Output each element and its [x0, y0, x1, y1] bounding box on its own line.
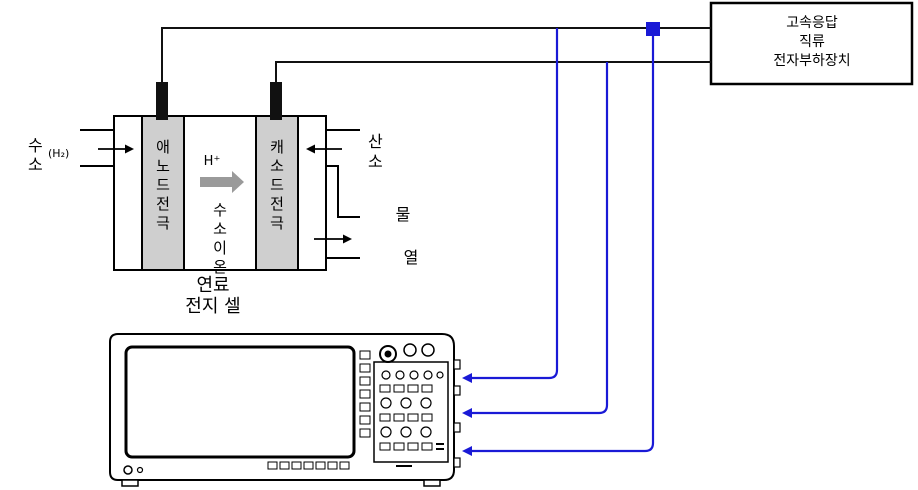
proton-char-3: 이: [213, 239, 227, 257]
anode-electrode: [141, 115, 185, 271]
proton-char-4: 온: [213, 258, 227, 276]
anode-char-1: 애: [156, 138, 170, 156]
hydrogen-formula: (H₂): [48, 147, 69, 160]
fuel-cell: 수 소 (H₂) 산 소 애 노 드 전 극 캐 소 드 전 극 H⁺ 수 소 …: [28, 82, 418, 317]
probe-wire-1: [466, 28, 559, 380]
oscilloscope-icon: [109, 333, 461, 487]
probe-arrowhead-1: [462, 373, 472, 383]
cathode-char-5: 극: [270, 214, 284, 232]
proton-symbol: H⁺: [204, 154, 221, 169]
current-probe-clamp: [646, 22, 660, 36]
anode-char-3: 드: [156, 176, 170, 194]
cathode-char-2: 소: [270, 157, 284, 175]
anode-wire: [161, 27, 711, 82]
oxygen-label-so: 소: [368, 152, 383, 171]
electronic-load-box: 고속응답 직류 전자부하장치: [709, 1, 914, 86]
oscilloscope-screen: [124, 345, 356, 459]
probe-wire-2: [466, 62, 609, 415]
load-box-line1: 고속응답: [786, 15, 838, 31]
proton-flow-arrow: [200, 171, 244, 193]
heat-label: 열: [404, 248, 419, 267]
load-box-line3: 전자부하장치: [773, 53, 850, 69]
proton-char-1: 수: [213, 201, 227, 219]
load-box-line2: 직류: [799, 34, 825, 50]
anode-char-4: 전: [156, 195, 170, 213]
oxygen-arrowhead: [306, 144, 315, 154]
load-wires: [161, 27, 711, 82]
cathode-end-plate: [297, 115, 327, 271]
water-label: 물: [396, 205, 411, 224]
outlet-arrowhead: [343, 234, 352, 244]
fuel-cell-caption-line2: 전지 셀: [185, 296, 240, 317]
cathode-char-4: 전: [270, 195, 284, 213]
probe-arrowhead-2: [462, 408, 472, 418]
hydrogen-label-so: 소: [28, 155, 43, 174]
hydrogen-arrowhead: [125, 144, 134, 154]
hydrogen-label-su: 수: [28, 136, 43, 155]
oxygen-label-san: 산: [368, 132, 383, 151]
probe-arrowheads: [462, 373, 472, 456]
anode-terminal: [156, 82, 168, 120]
probe-arrowhead-3: [462, 446, 472, 456]
electrolyte-membrane: [183, 115, 257, 271]
cathode-wire: [275, 61, 711, 82]
fuel-cell-caption-line1: 연료: [196, 275, 229, 296]
anode-char-5: 극: [156, 214, 170, 232]
probe-wire-3: [466, 28, 655, 453]
anode-end-plate: [113, 115, 143, 271]
cathode-terminal: [270, 82, 282, 120]
proton-char-2: 소: [213, 220, 227, 238]
anode-char-2: 노: [156, 157, 170, 175]
probe-wires: [466, 28, 655, 453]
cathode-char-1: 캐: [270, 138, 284, 156]
cathode-char-3: 드: [270, 176, 284, 194]
